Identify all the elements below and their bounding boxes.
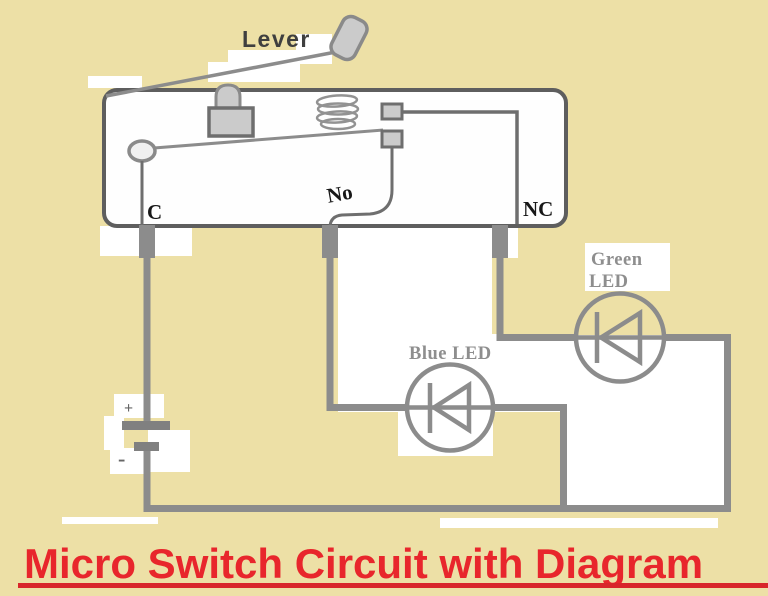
label-lever: Lever xyxy=(242,26,311,52)
title-underline xyxy=(18,583,768,588)
label-common: C xyxy=(147,200,162,224)
label-normally-closed: NC xyxy=(523,197,553,221)
label-blue-led: Blue LED xyxy=(409,344,492,364)
battery-negative-plate xyxy=(134,442,159,451)
battery-minus-label: - xyxy=(118,446,125,471)
battery-plus-label: + xyxy=(124,400,133,417)
battery: + - xyxy=(118,400,170,471)
lever-arm xyxy=(105,49,342,98)
contact-nc-block xyxy=(380,102,404,121)
lever-cap xyxy=(329,14,369,62)
no-internal-lead xyxy=(328,147,394,227)
nc-internal-lead xyxy=(402,110,519,224)
micro-switch: C No NC Lever xyxy=(102,14,568,258)
contact-arm xyxy=(153,128,384,150)
battery-positive-plate xyxy=(122,421,170,430)
plunger-dome xyxy=(214,83,242,112)
spring-coil xyxy=(315,94,360,131)
plunger-base xyxy=(207,106,255,138)
blue-led-triangle xyxy=(429,380,472,435)
label-green-led-line2: LED xyxy=(589,272,629,292)
terminal-pin-no xyxy=(322,225,338,258)
wire-blue-led-to-bottom xyxy=(492,404,567,508)
green-led-triangle xyxy=(596,308,643,367)
label-normally-open: No xyxy=(325,180,354,208)
blue-led: Blue LED xyxy=(404,344,496,453)
circuit-wires xyxy=(143,256,731,512)
green-led: Green LED xyxy=(573,250,667,384)
white-background-patches xyxy=(62,34,728,528)
pivot-joint xyxy=(127,139,157,163)
contact-no-block xyxy=(380,129,404,149)
terminal-pin-nc xyxy=(492,225,508,258)
terminal-pin-c xyxy=(139,225,155,258)
page-title: Micro Switch Circuit with Diagram xyxy=(24,540,704,587)
label-green-led-line1: Green xyxy=(591,250,643,270)
